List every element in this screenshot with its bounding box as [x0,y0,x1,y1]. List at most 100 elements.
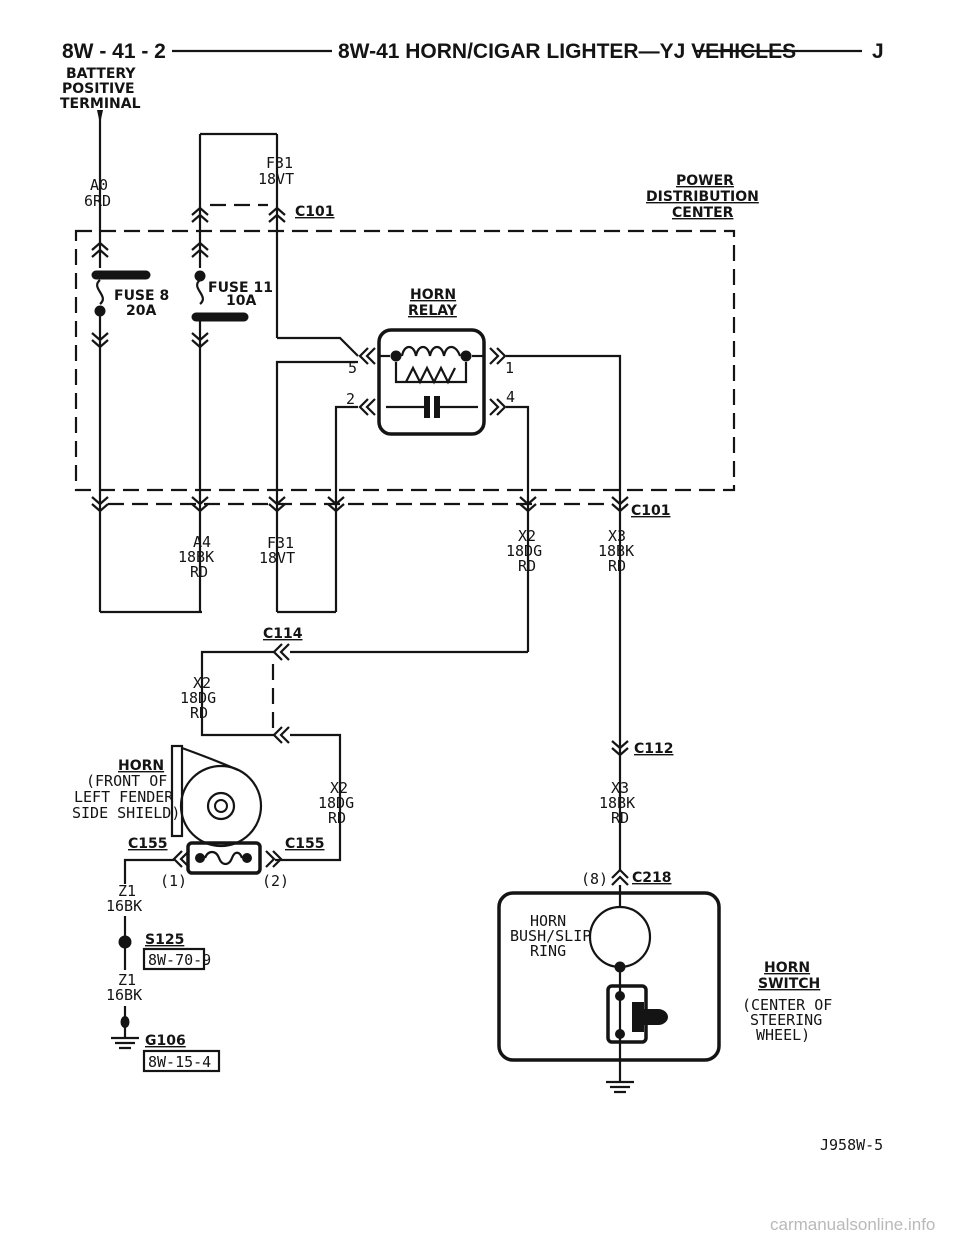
wire-x2-left-circuit: X2 [193,674,211,692]
splice-s125 [118,935,132,949]
relay-pin4-connector-icon [489,398,507,416]
horn-center-icon [214,799,228,813]
c218-pin: (8) [581,870,608,888]
wire-relay-pin2 [334,405,358,612]
ground-label: G106 [145,1033,186,1049]
horn-body-icon [179,764,263,848]
c155-pin-1: (1) [160,872,187,890]
relay-label-2: RELAY [408,303,458,319]
wire-z1-from-horn [123,858,174,884]
fuse11-terminal [194,270,206,282]
pdc-connector-fuse11-out-icon [191,332,209,349]
c101-upper-right-icon [268,206,286,223]
wire-f31-bottom-gauge: 18VT [259,549,295,567]
horn-mount [170,744,184,838]
horn-location-1: (FRONT OF [86,772,167,790]
wire-x2-left-tracer: RD [190,704,208,722]
wire-x3-pdc-circuit: X3 [608,527,626,545]
ground-ref-box [142,1049,221,1073]
wire-x2-left-gauge: 18DG [180,689,216,707]
wire-a0-circuit: A0 [90,176,108,194]
c155-right-label: C155 [285,836,325,852]
bush-label-1: HORN [530,912,566,930]
c218-label: C218 [632,870,672,886]
c155-right-connector-icon [265,850,283,868]
c101-upper-left-icon [191,206,209,223]
pdc-connector-fuse11-icon [191,241,209,258]
relay-pin-1: 1 [505,359,514,377]
wire-x3-c112-circuit: X3 [611,779,629,797]
horn-switch-location-3: WHEEL) [756,1026,810,1044]
ground-g106-icon [111,1036,139,1050]
relay-resistor-icon [405,365,456,385]
bush-label-3: RING [530,942,566,960]
wire-x2-to-horn [275,733,342,862]
wire-f31-top-circuit: F31 [266,154,293,172]
horn-switch-location-2: STEERING [750,1011,822,1029]
pdc-connector-fuse8-icon [91,332,109,349]
c218-connector-icon [611,868,629,886]
wire-x2-pdc-circuit: X2 [518,527,536,545]
wire-z1a-circuit: Z1 [118,882,136,900]
splice-ref: 8W-70-9 [148,951,211,969]
section-letter: J [872,40,884,63]
wire-x2-pdc-tracer: RD [518,557,536,575]
wire-x2-right-circuit: X2 [330,779,348,797]
wire-x3-c112-gauge: 18BK [599,794,635,812]
figure-id: J958W-5 [820,1136,883,1154]
horn-relay-body [377,328,486,436]
page-ref: 8W - 41 - 2 [62,40,166,63]
wire-z1a-gauge: 16BK [106,897,142,915]
c101-cavity-a4-icon [91,496,109,513]
fuse11-rating: 10A [226,293,256,309]
wire-f31-top-gauge: 18VT [258,170,294,188]
wire-x2-right-gauge: 18DG [318,794,354,812]
wire-x3-pdc-gauge: 18BK [598,542,634,560]
c101-cavity-relay2-icon [327,496,345,513]
horn-switch-button-icon [632,1002,668,1032]
c155-pin-2: (2) [262,872,289,890]
wire-f31-bottom-circuit: F31 [267,534,294,552]
c114-lower-icon [272,726,290,744]
pdc-label-3: CENTER [672,205,734,221]
wire-x2-pdc-gauge: 18DG [506,542,542,560]
relay-coil-terminal-right [460,350,472,362]
c114-label: C114 [263,626,303,642]
c101-upper-label: C101 [295,204,335,220]
c112-label: C112 [634,741,674,757]
fuse8-element-icon [96,279,104,305]
page-title: 8W-41 HORN/CIGAR LIGHTER—YJ VEHICLES [338,40,796,63]
slip-ring-icon [588,905,652,969]
fuse11-element-icon [196,279,204,305]
c101-cavity-x3-icon [611,496,629,513]
wire-relay-pin1 [506,354,622,870]
wire-relay-pin4 [506,405,530,652]
wire-relay-pin5-out [275,360,358,612]
watermark: carmanualsonline.info [770,1215,935,1234]
horn-switch-label-1: HORN [764,960,810,976]
c112-connector-icon [611,740,629,757]
horn-switch-label-2: SWITCH [758,976,820,992]
horn-terminal-right [242,853,252,863]
wire-a4-gauge: 18BK [178,548,214,566]
relay-label-1: HORN [410,287,456,303]
battery-arrow-icon [97,110,103,124]
wire-a4-tracer: RD [190,563,208,581]
relay-coil-frame [394,362,468,384]
horn-location-3: SIDE SHIELD) [72,804,180,822]
pdc-label-1: POWER [676,173,734,189]
pdc-label-2: DISTRIBUTION [646,189,759,205]
c101-cavity-x2-icon [519,496,537,513]
horn-switch-ground-icon [606,1080,634,1094]
wire-x3-c112-tracer: RD [611,809,629,827]
bush-label-2: BUSH/SLIP [510,927,591,945]
wire-z1b-gauge: 16BK [106,986,142,1004]
wire-z1b-circuit: Z1 [118,971,136,989]
pdc-connector-a0-icon [91,241,109,258]
wire-a4-circuit: A4 [193,533,211,551]
wire-x2-right-tracer: RD [328,809,346,827]
relay-coil-icon [400,345,462,357]
relay-pin-4: 4 [506,388,515,406]
